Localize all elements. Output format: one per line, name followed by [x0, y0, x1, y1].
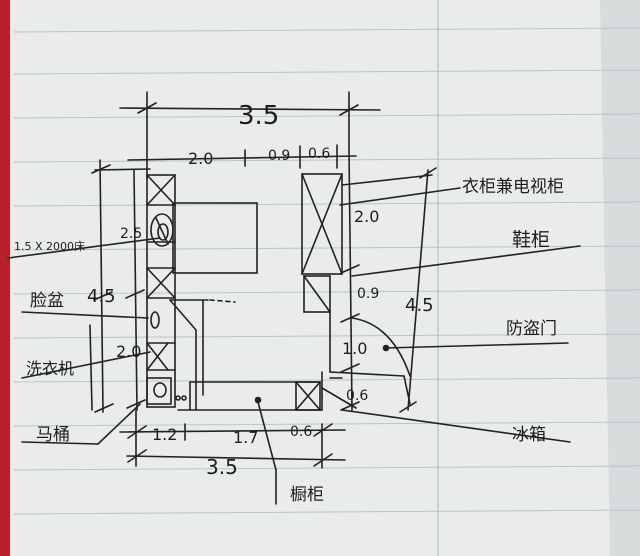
label-fridge: 冰箱 — [512, 425, 546, 445]
dim-shoe-gap: 0.9 — [357, 286, 379, 302]
label-cabinet: 橱柜 — [290, 485, 324, 505]
dim-bath-mid: 2.0 — [116, 342, 141, 361]
label-security-door: 防盗门 — [506, 319, 557, 339]
label-shoe-cabinet: 鞋柜 — [512, 229, 550, 251]
dim-bottom-right: 0.6 — [290, 424, 312, 440]
dim-bath-left: 4.5 — [87, 286, 116, 307]
label-washbasin: 脸盆 — [30, 291, 64, 311]
dim-bottom-mid: 1.7 — [233, 428, 258, 447]
dim-bottom-left: 1.2 — [152, 425, 177, 444]
label-toilet: 马桶 — [36, 425, 70, 445]
label-washer: 洗衣机 — [26, 359, 74, 378]
label-bed: 1.5 X 2000床 — [14, 239, 85, 253]
dim-top-mid: 0.9 — [268, 148, 290, 164]
page-shadow — [600, 0, 640, 556]
dim-bed-width: 2.5 — [120, 226, 142, 242]
dim-bottom-total: 3.5 — [206, 455, 238, 479]
dim-right-total: 4.5 — [405, 295, 434, 316]
dim-top-total: 3.5 — [238, 101, 279, 131]
dim-closet-height: 2.0 — [354, 207, 379, 226]
dim-fridge-gap: 0.6 — [346, 388, 368, 404]
sketch-lines — [7, 91, 581, 505]
notebook-page — [10, 0, 640, 556]
dim-top-right: 0.6 — [308, 146, 330, 162]
dim-top-left: 2.0 — [188, 149, 213, 168]
dim-door-width: 1.0 — [342, 339, 367, 358]
label-wardrobe-tv: 衣柜兼电视柜 — [462, 177, 564, 197]
